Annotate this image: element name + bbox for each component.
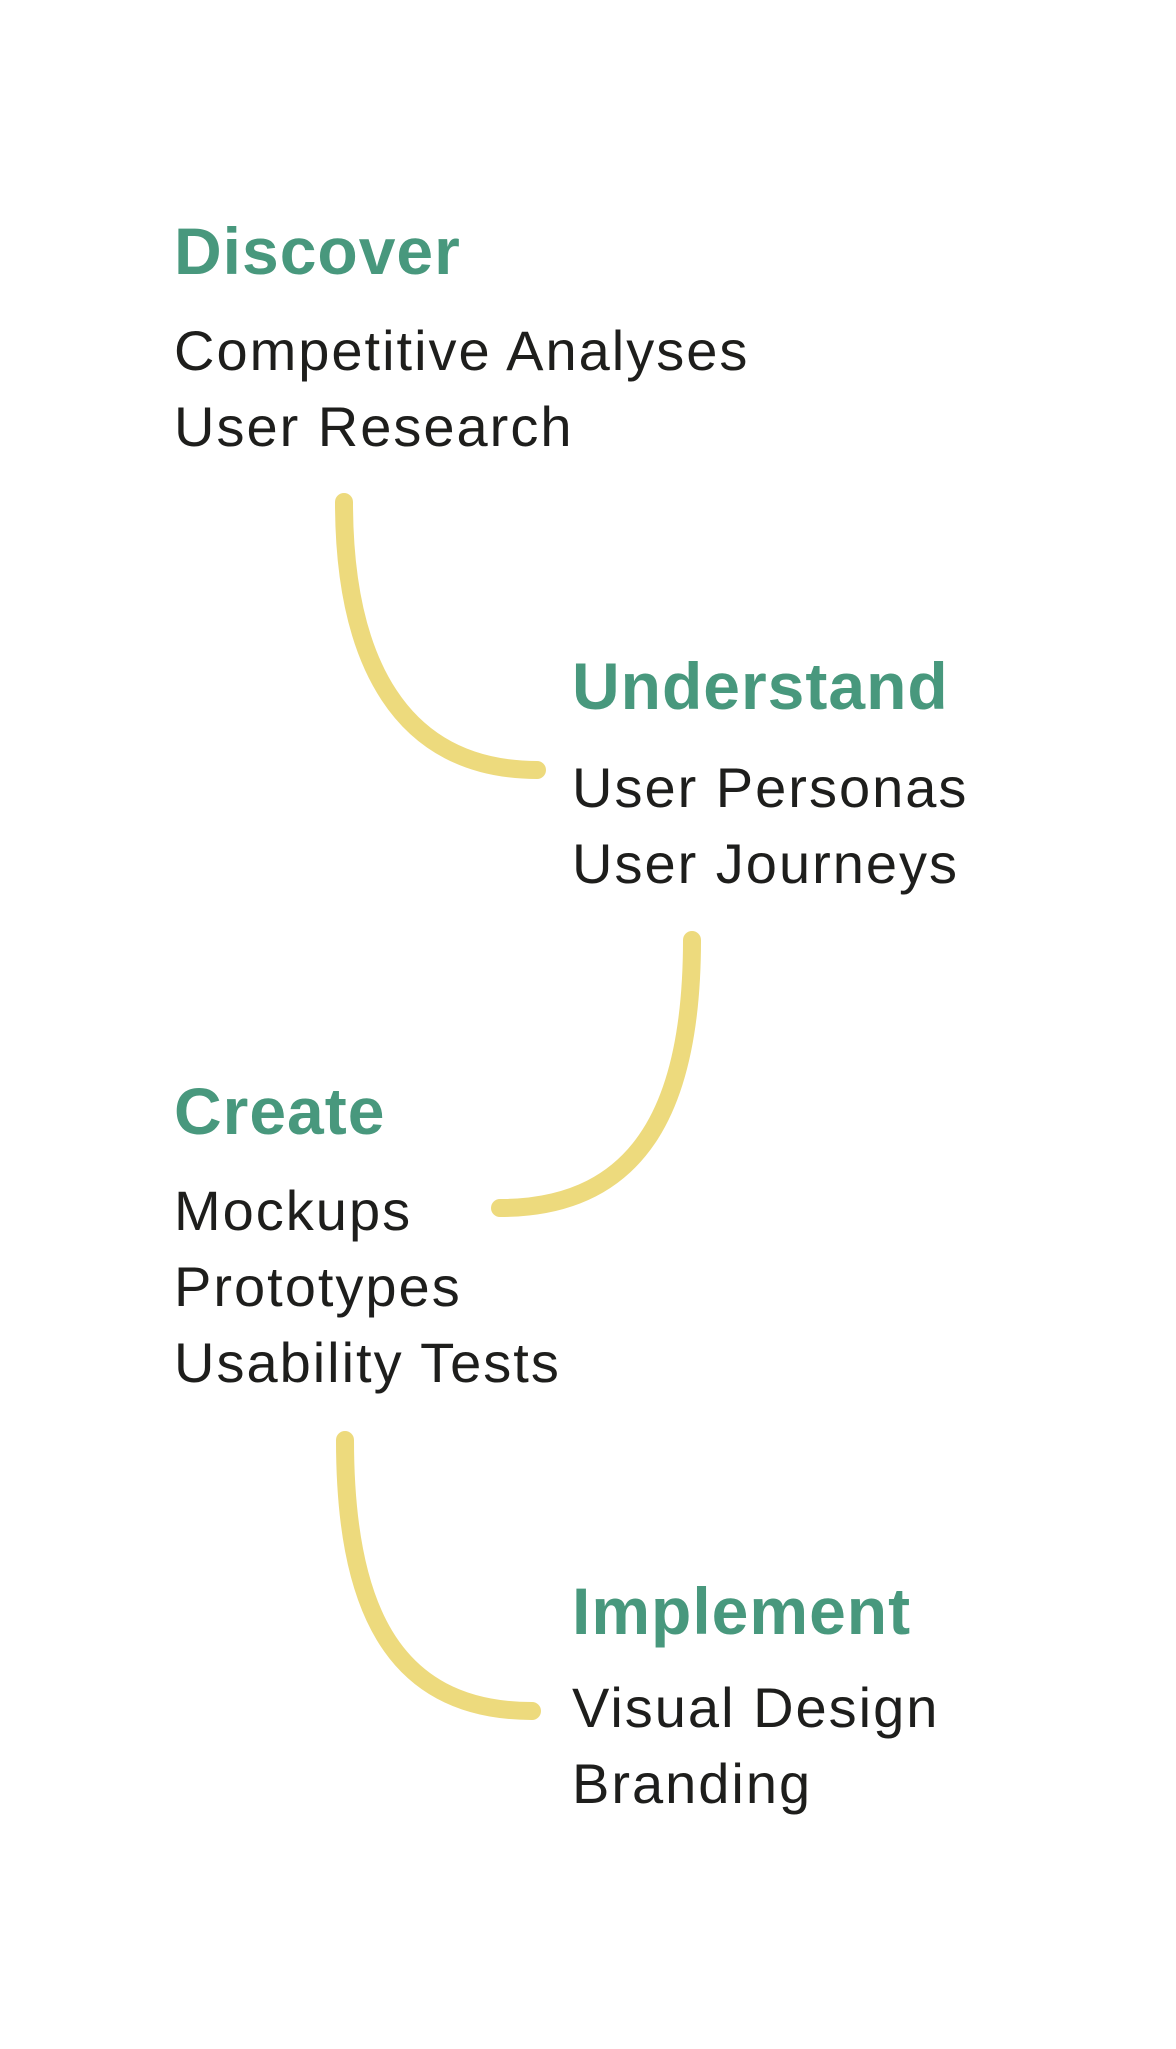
stage-title-understand: Understand — [572, 649, 949, 723]
connector-curve-discover-understand — [335, 493, 546, 779]
stage-item: User Journeys — [572, 832, 960, 895]
stage-item: Prototypes — [174, 1255, 462, 1318]
stage-item: Competitive Analyses — [174, 319, 750, 382]
stage-title-discover: Discover — [174, 214, 461, 288]
stage-item: User Personas — [572, 756, 969, 819]
stage-item: Mockups — [174, 1179, 413, 1242]
stage-item: User Research — [174, 395, 574, 458]
stage-item: Usability Tests — [174, 1331, 561, 1394]
stage-title-implement: Implement — [572, 1574, 912, 1648]
stage-item: Branding — [572, 1752, 813, 1815]
connector-curve-create-implement — [336, 1431, 541, 1720]
stage-title-create: Create — [174, 1074, 386, 1148]
stage-item: Visual Design — [572, 1676, 940, 1739]
